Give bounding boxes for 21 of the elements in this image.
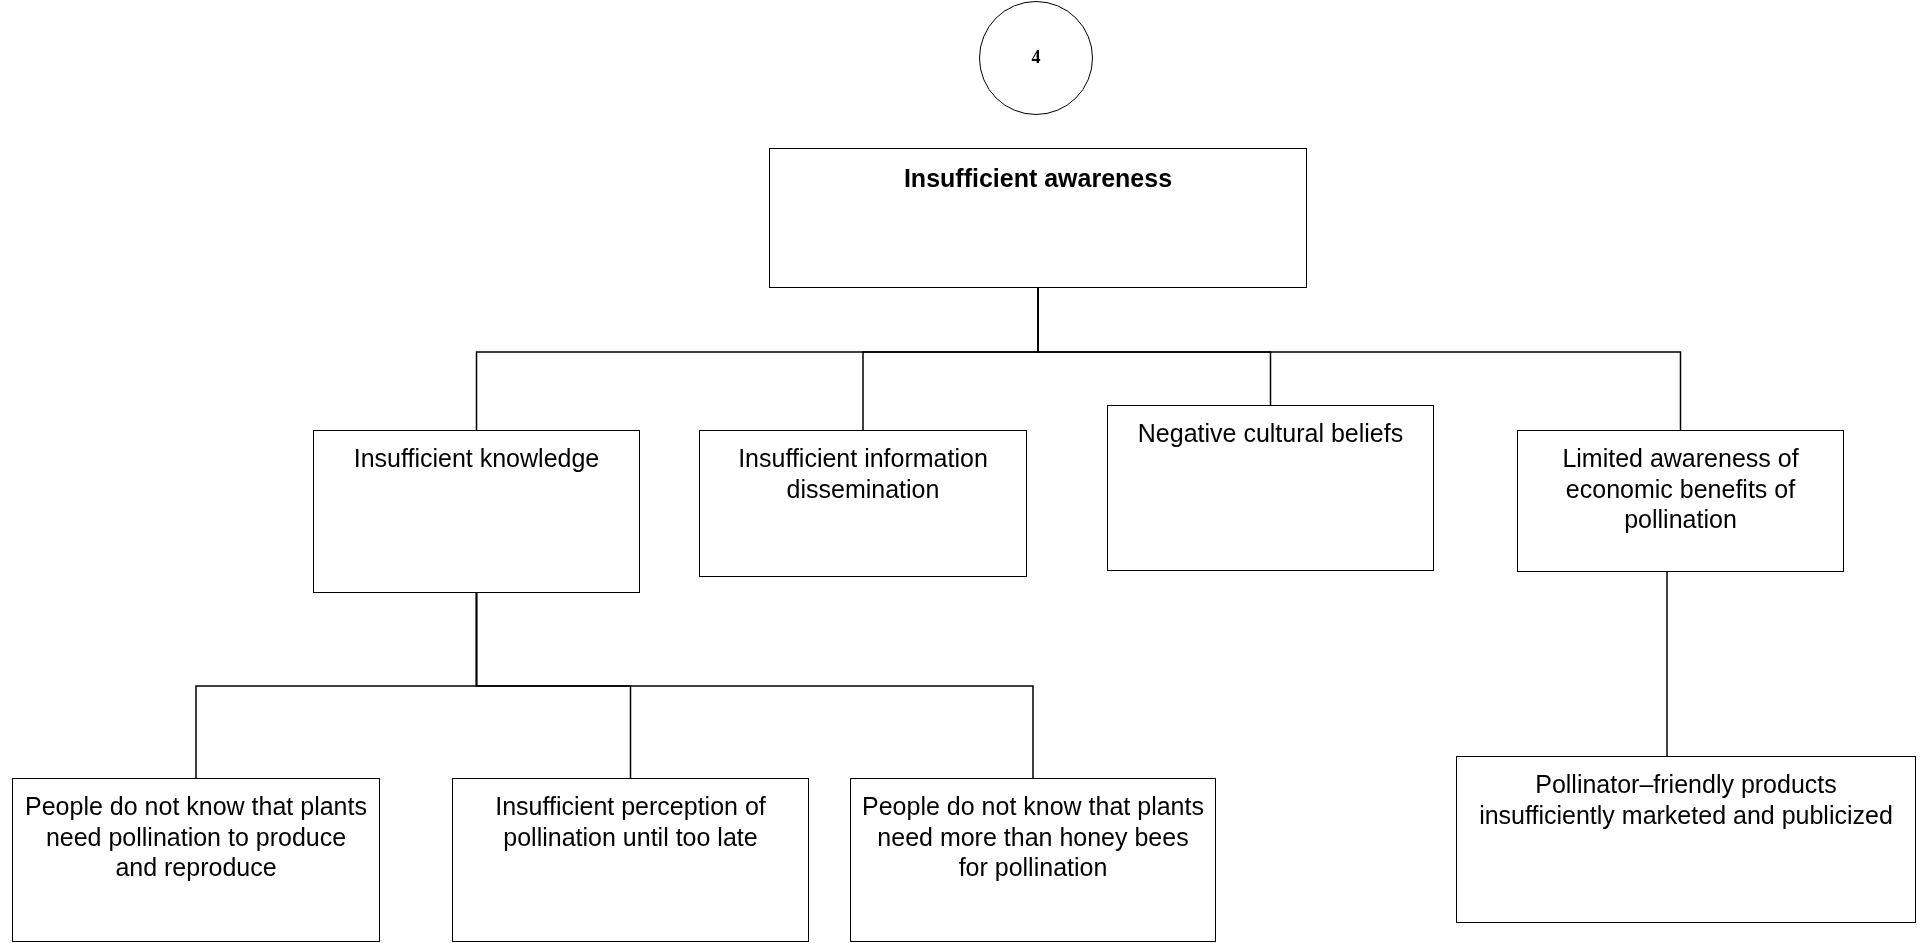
cause-box: [1456, 756, 1916, 923]
box-text: Negative cultural beliefs: [1137, 419, 1404, 447]
box-text: Limited awareness of economic benefits of pollination: [1562, 444, 1799, 533]
cause-box: [12, 778, 380, 942]
box-text: People do not know that plants need pollination to produce and reproduce: [25, 792, 367, 881]
box-text: Insufficient knowledge: [353, 444, 600, 472]
box-text: Insufficient information dissemination: [738, 444, 988, 503]
heading-box: [769, 148, 1307, 288]
box-text: People do not know that plants need more than honey bees for pollination: [862, 792, 1204, 881]
cause-box: [313, 430, 640, 593]
cause-box: [1517, 430, 1844, 572]
cause-box: [850, 778, 1216, 942]
connector-line: [475, 592, 1034, 779]
cause-box: [452, 778, 809, 942]
box-text: Insufficient awareness: [903, 164, 1173, 192]
connector-line: [1666, 571, 1668, 757]
box-text: Insufficient perception of pollination until too late: [495, 792, 766, 851]
page-number: 4: [1031, 47, 1041, 69]
box-text: Pollinator–friendly products insufficiently marketed and publicized: [1479, 770, 1893, 829]
cause-box: [1107, 405, 1434, 571]
cause-box: [699, 430, 1027, 577]
